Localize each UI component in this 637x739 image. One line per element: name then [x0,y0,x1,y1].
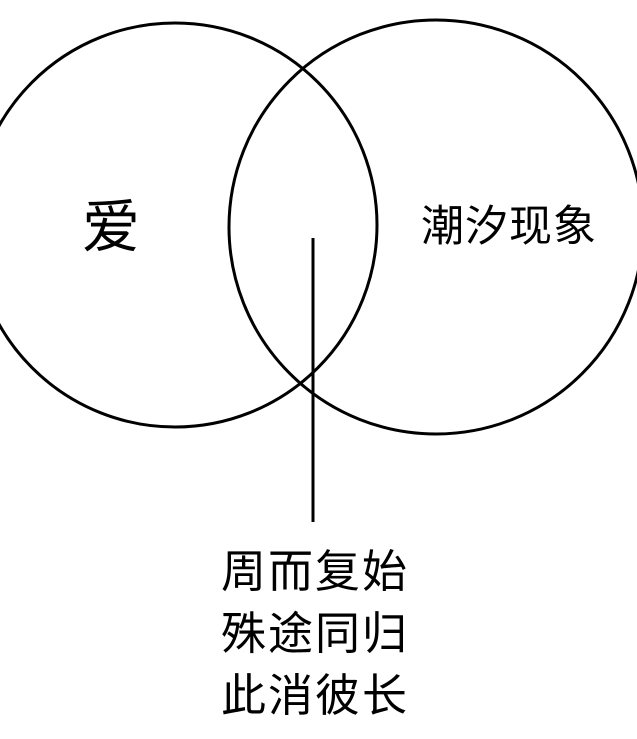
caption-line-1: 周而复始 [220,545,409,598]
caption-line-3: 此消彼长 [220,669,409,722]
caption-line-2: 殊途同归 [220,607,409,660]
intersection-caption: 周而复始 殊途同归 此消彼长 [190,541,440,727]
right-circle [227,18,637,436]
left-circle-label: 爱 [82,193,141,261]
left-circle [0,21,379,429]
right-circle-label: 潮汐现象 [421,202,597,252]
